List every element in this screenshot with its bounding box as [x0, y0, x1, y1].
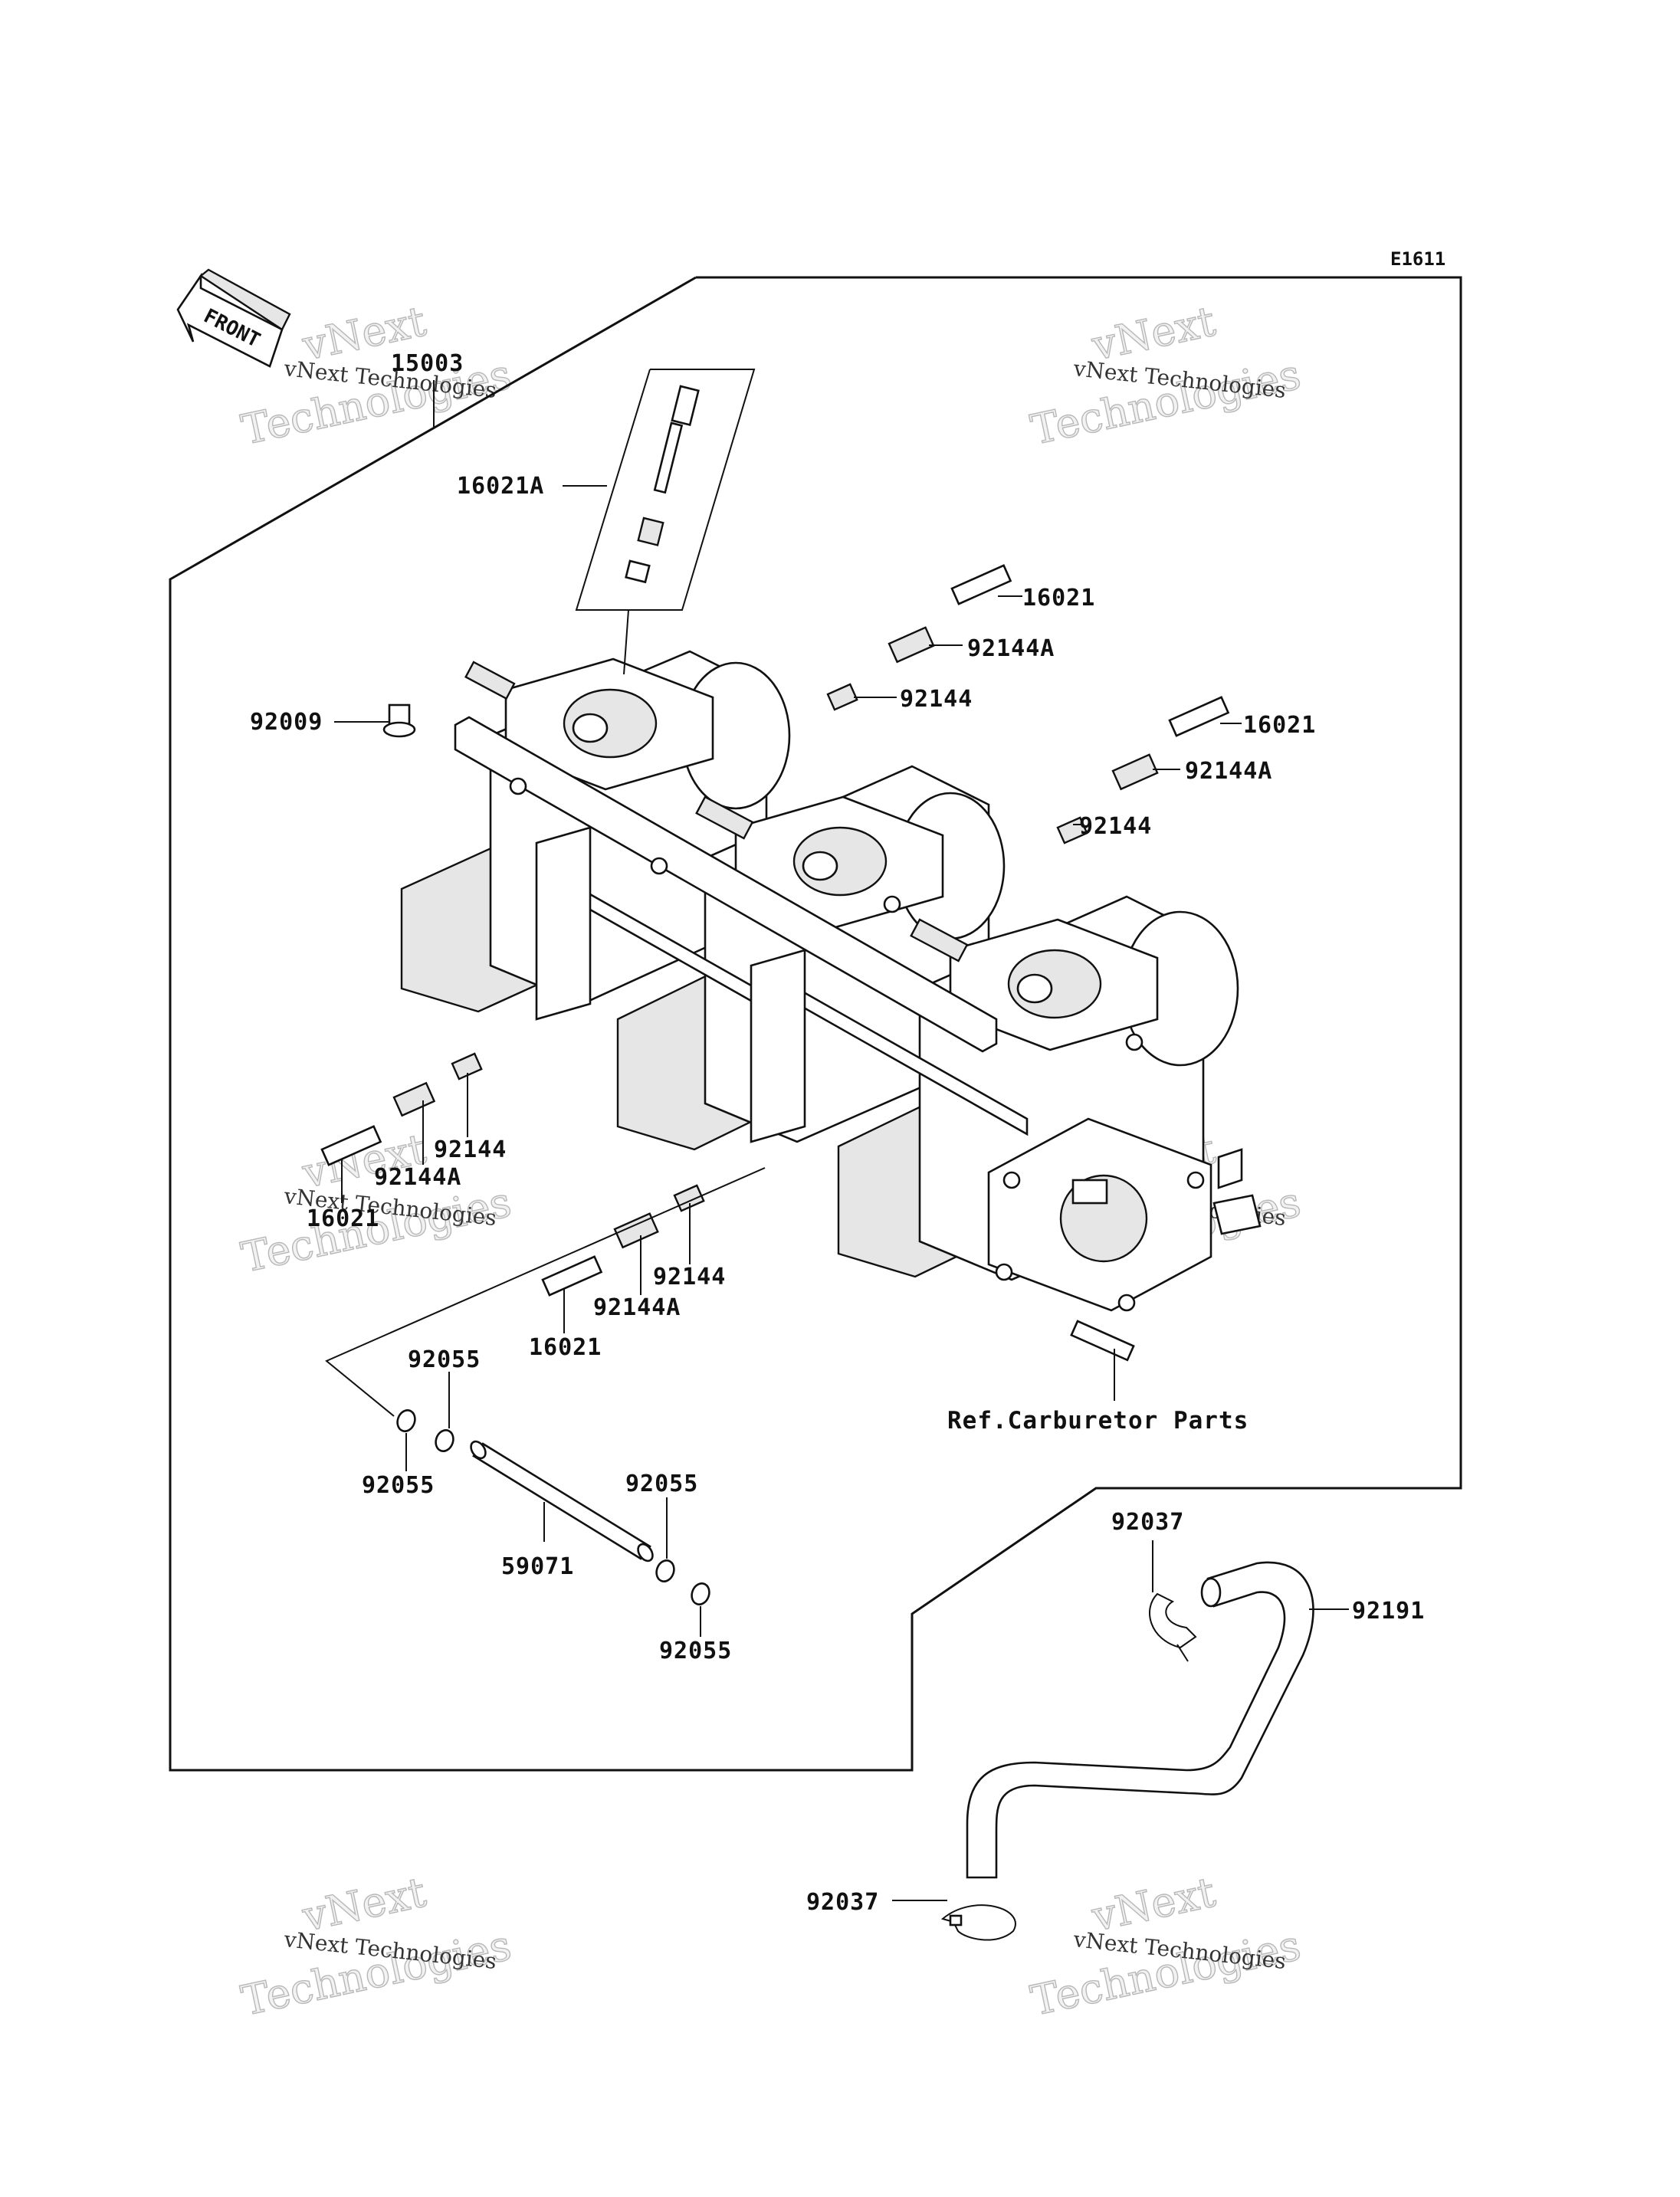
pilot-screw-head [671, 385, 700, 427]
callout-16021-left: 16021 [307, 1205, 379, 1232]
assembly-bracket [575, 369, 756, 611]
hose-92191 [966, 1561, 1314, 1879]
callout-92144A-top: 92144A [967, 635, 1055, 662]
cover-connector [1071, 1179, 1108, 1205]
idle-spring-3 [464, 661, 516, 700]
callout-16021A: 16021A [457, 473, 544, 500]
hose-end-top [1200, 1577, 1222, 1608]
spring-92144-top [826, 683, 858, 711]
callout-92191: 92191 [1352, 1598, 1425, 1625]
assembly-frame [169, 276, 1462, 1772]
callout-92055-a: 92055 [408, 1346, 481, 1373]
loose-parts-top [382, 564, 1230, 844]
front-arrow-icon: FRONT [176, 268, 291, 368]
side-plate-left [535, 826, 592, 1021]
carburetor-assembly [400, 650, 1262, 1312]
reference-note: Ref.Carburetor Parts [947, 1407, 1249, 1435]
watermark-bottom-left: vNext Technologies vNext Technologies [237, 1867, 516, 2026]
callout-92037-top: 92037 [1111, 1509, 1184, 1536]
leader-lines [334, 380, 1349, 1901]
callout-92055-c: 92055 [625, 1471, 698, 1497]
watermark-top-left: vNext Technologies vNext Technologies [237, 297, 516, 455]
callout-15003: 15003 [391, 350, 464, 377]
screw-ref-carburetor [1070, 1320, 1135, 1362]
callout-92144-left: 92144 [434, 1136, 507, 1163]
screw-16021-top [950, 564, 1012, 605]
callout-16021-top: 16021 [1022, 585, 1095, 612]
o-ring-92055-c [655, 1559, 675, 1582]
slide-right [1016, 973, 1053, 1004]
pilot-spring [637, 516, 664, 546]
cover-screw-3 [1117, 1294, 1136, 1312]
clamp-92037-top [1149, 1592, 1197, 1662]
clamp-92037-bottom [940, 1904, 1016, 1941]
pilot-washer [625, 559, 651, 584]
callout-92144-top: 92144 [900, 686, 973, 713]
spring-92144A-right [1111, 753, 1159, 791]
vent-hose-assembly [940, 1561, 1314, 1941]
body-bolt-2 [650, 857, 668, 875]
callout-92144A-right: 92144A [1185, 758, 1272, 785]
pilot-screw-assembly [575, 369, 756, 675]
loose-parts-lower [320, 1052, 1135, 1362]
spring-92144A-left [392, 1081, 436, 1117]
spring-92144-left [451, 1052, 483, 1080]
idle-spring-1 [695, 795, 754, 840]
body-bolt-4 [1125, 1033, 1144, 1051]
callout-92144-right: 92144 [1079, 813, 1152, 840]
screw-16021-right [1168, 696, 1230, 737]
slide-middle [802, 851, 838, 881]
slide-left [572, 713, 609, 743]
diagram-code: E1611 [1390, 248, 1445, 270]
fuel-pipe-59071 [472, 1442, 651, 1560]
pilot-screw-shaft [653, 421, 684, 494]
screw-92009 [382, 703, 416, 738]
o-ring-92055-d [691, 1582, 710, 1605]
idle-spring-2 [910, 918, 969, 962]
spring-92144A-top [888, 626, 935, 664]
o-ring-92055-a [396, 1409, 416, 1432]
watermark-top-right: vNext Technologies vNext Technologies [1026, 297, 1305, 455]
fuel-pipe-bracket [325, 1167, 766, 1417]
callout-92009: 92009 [250, 709, 323, 736]
callout-92144A-left: 92144A [374, 1164, 461, 1191]
callout-92055-b: 92055 [362, 1472, 435, 1499]
fuel-pipe-assembly [325, 1167, 766, 1605]
watermark-bottom-right: vNext Technologies vNext Technologies [1026, 1867, 1305, 2026]
o-ring-92055-b [435, 1429, 454, 1452]
callout-labels: 15003 16021A 16021 92144A 92144 92009 16… [250, 350, 1425, 1916]
callout-92037-bottom: 92037 [806, 1889, 879, 1916]
mounting-rail-edge [468, 716, 997, 1020]
callout-92144A-lower: 92144A [593, 1294, 681, 1321]
screw-16021-lower [541, 1255, 603, 1297]
screw-16021-left [320, 1125, 382, 1166]
callout-92144-lower: 92144 [653, 1264, 726, 1290]
body-bolt-3 [883, 895, 901, 913]
side-plate-middle [750, 949, 806, 1143]
assembly-leader [623, 609, 629, 675]
right-fitting [1217, 1148, 1243, 1189]
cover-screw-4 [1186, 1171, 1205, 1189]
cover-screw-1 [1002, 1171, 1021, 1189]
fuel-pipe-end-2 [637, 1543, 654, 1562]
right-connector [1212, 1194, 1262, 1235]
callout-92055-d: 92055 [659, 1638, 732, 1664]
callout-16021-right: 16021 [1243, 712, 1316, 739]
callout-16021-lower: 16021 [529, 1334, 602, 1361]
callout-59071: 59071 [501, 1553, 574, 1580]
clamp-tab [949, 1914, 963, 1926]
fuel-pipe-end-1 [470, 1440, 487, 1460]
body-bolt-1 [509, 777, 527, 795]
cover-screw-2 [995, 1263, 1013, 1281]
